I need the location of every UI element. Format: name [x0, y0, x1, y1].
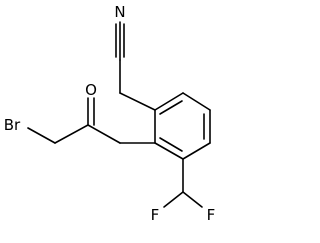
benzene-ring [154, 92, 211, 160]
ring-bond-4 [182, 142, 211, 160]
chf2-to-fluorine-right-bond [182, 191, 203, 208]
fluorine-left-label: F [151, 206, 160, 224]
bromoacetonyl-group: O Br [4, 81, 156, 144]
ring-bond-2 [182, 92, 211, 111]
nitrogen-label: N [114, 3, 125, 21]
carbonyl-to-ch2-bond [54, 124, 89, 144]
ring-to-ch2-bond [119, 92, 156, 111]
ring-double-bond-inner-3 [159, 137, 183, 152]
difluoromethyl-group: F F [151, 158, 216, 224]
bromine-label: Br [4, 116, 21, 134]
ring-bond-5 [154, 142, 184, 160]
structure-svg: N O Br F F [4, 3, 216, 224]
ch2-to-bromine-bond [27, 127, 56, 144]
ring-bond-1 [154, 92, 184, 111]
structure-diagram: N O Br F F [4, 3, 216, 224]
oxygen-label: O [85, 81, 97, 99]
fluorine-right-label: F [207, 206, 216, 224]
chf2-to-fluorine-left-bond [163, 191, 184, 208]
cyanomethyl-group: N [114, 3, 156, 111]
ring-double-bond-inner-1 [159, 100, 183, 115]
side-ch2-to-carbonyl-bond [87, 124, 121, 144]
